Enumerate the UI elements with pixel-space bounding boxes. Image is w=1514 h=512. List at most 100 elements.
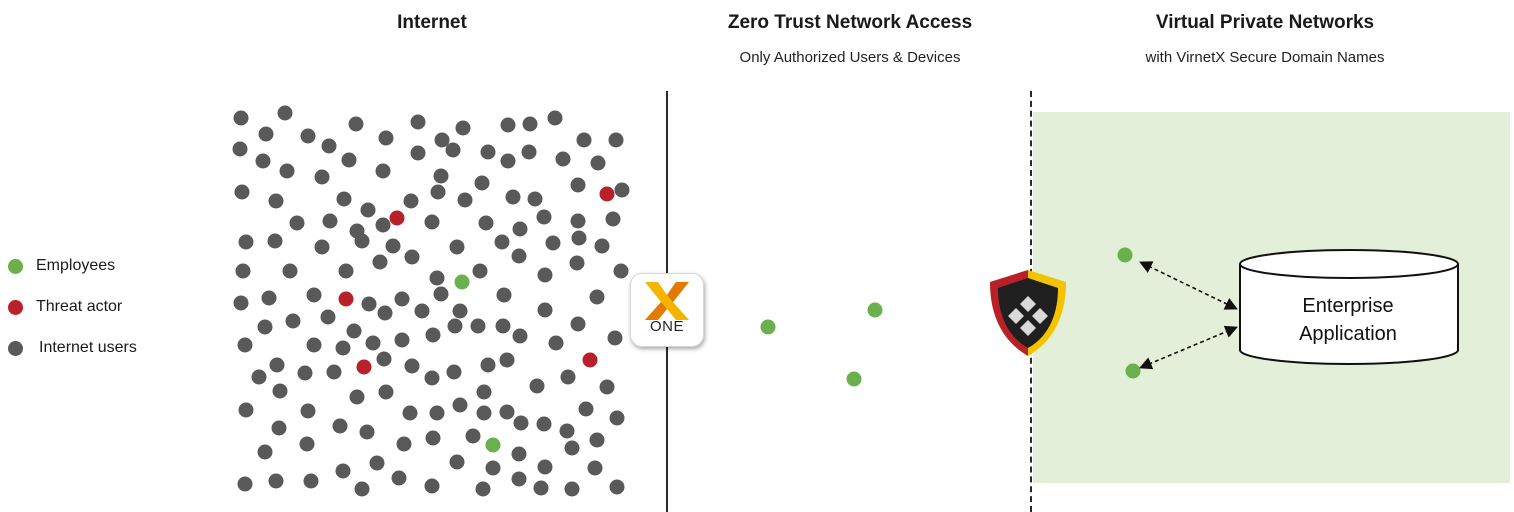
internet-user-dot <box>560 369 576 385</box>
internet-user-dot <box>537 459 553 475</box>
internet-user-dot <box>233 110 249 126</box>
internet-user-dot <box>268 193 284 209</box>
internet-user-dot <box>299 436 315 452</box>
internet-user-dot <box>433 168 449 184</box>
legend-label: Employees <box>36 257 116 274</box>
internet-user-dot <box>314 169 330 185</box>
internet-user-dot <box>511 446 527 462</box>
internet-user-dot <box>522 116 538 132</box>
internet-user-dot <box>513 415 529 431</box>
internet-user-dot <box>545 235 561 251</box>
internet-user-dot <box>359 424 375 440</box>
internet-user-dot <box>609 410 625 426</box>
internet-user-dot <box>336 191 352 207</box>
internet-user-dot <box>578 401 594 417</box>
internet-user-dot <box>495 318 511 334</box>
internet-user-dot <box>375 217 391 233</box>
internet-user-dot <box>587 460 603 476</box>
internet-user-dot <box>255 153 271 169</box>
internet-user-dot <box>257 319 273 335</box>
internet-user-dot <box>533 480 549 496</box>
internet-user-dot <box>452 303 468 319</box>
internet-user-dot <box>403 193 419 209</box>
internet-user-dot <box>570 213 586 229</box>
internet-title: Internet <box>397 12 467 33</box>
internet-user-dot <box>445 142 461 158</box>
internet-user-dot <box>536 416 552 432</box>
internet-user-dot <box>613 263 629 279</box>
internet-user-dot <box>233 295 249 311</box>
internet-user-dot <box>402 405 418 421</box>
internet-user-dot <box>238 402 254 418</box>
internet-user-dot <box>335 340 351 356</box>
internet-user-dot <box>346 323 362 339</box>
employee-dot <box>846 371 862 387</box>
legend-item-employees: Employees <box>8 256 137 276</box>
internet-user-dot <box>430 184 446 200</box>
employee-dot <box>454 274 470 290</box>
internet-user-dot <box>271 420 287 436</box>
internet-user-dot <box>429 405 445 421</box>
internet-user-dot <box>385 238 401 254</box>
internet-user-dot <box>478 215 494 231</box>
gateway-label: ONE <box>649 318 684 335</box>
internet-user-dot <box>314 239 330 255</box>
internet-user-dot <box>335 463 351 479</box>
internet-user-dot <box>365 335 381 351</box>
internet-user-dot <box>258 126 274 142</box>
internet-user-dot <box>494 234 510 250</box>
threat-actor-dot <box>338 291 354 307</box>
internet-user-dot <box>505 189 521 205</box>
internet-user-dot <box>499 352 515 368</box>
internet-user-dot <box>425 430 441 446</box>
internet-user-dot <box>472 263 488 279</box>
internet-user-dot <box>378 384 394 400</box>
internet-user-dot <box>608 132 624 148</box>
internet-user-dot <box>372 254 388 270</box>
internet-user-dot <box>570 316 586 332</box>
internet-user-dot <box>470 318 486 334</box>
internet-user-dot <box>306 287 322 303</box>
internet-user-dot <box>279 163 295 179</box>
internet-user-dot <box>237 476 253 492</box>
legend-item-threat-actor: Threat actor <box>8 297 137 317</box>
internet-user-dot <box>257 444 273 460</box>
app-label-line2: Application <box>1299 323 1397 345</box>
internet-user-dot <box>537 302 553 318</box>
internet-user-dot <box>429 270 445 286</box>
internet-user-dot <box>500 117 516 133</box>
internet-user-dot <box>571 230 587 246</box>
internet-user-dot <box>547 110 563 126</box>
internet-user-dot <box>251 369 267 385</box>
vpn-title: Virtual Private Networks <box>1155 12 1375 33</box>
internet-user-dot <box>589 289 605 305</box>
internet-user-dot <box>369 455 385 471</box>
internet-user-dot <box>424 370 440 386</box>
internet-user-dot <box>457 192 473 208</box>
internet-user-dot <box>306 337 322 353</box>
internet-user-dot <box>536 209 552 225</box>
internet-user-dot <box>410 145 426 161</box>
internet-user-dot <box>272 383 288 399</box>
internet-user-dot <box>512 221 528 237</box>
internet-user-dot <box>348 116 364 132</box>
internet-user-dot <box>452 397 468 413</box>
internet-user-dot <box>297 365 313 381</box>
threat-actor-dot <box>356 359 372 375</box>
threat-actor-dot <box>582 352 598 368</box>
internet-user-dot <box>326 364 342 380</box>
internet-user-dot <box>590 155 606 171</box>
internet-user-dot <box>455 120 471 136</box>
internet-user-dot <box>609 479 625 495</box>
threat-actor-dot <box>389 210 405 226</box>
internet-user-dot <box>576 132 592 148</box>
employee-dot <box>760 319 776 335</box>
internet-user-dot <box>394 291 410 307</box>
employee-dot <box>485 437 501 453</box>
internet-user-dot <box>605 211 621 227</box>
internet-user-dot <box>414 303 430 319</box>
internet-user-dot <box>475 481 491 497</box>
x-one-logo-icon: ONE <box>630 273 704 347</box>
employee-dot <box>1117 247 1133 263</box>
